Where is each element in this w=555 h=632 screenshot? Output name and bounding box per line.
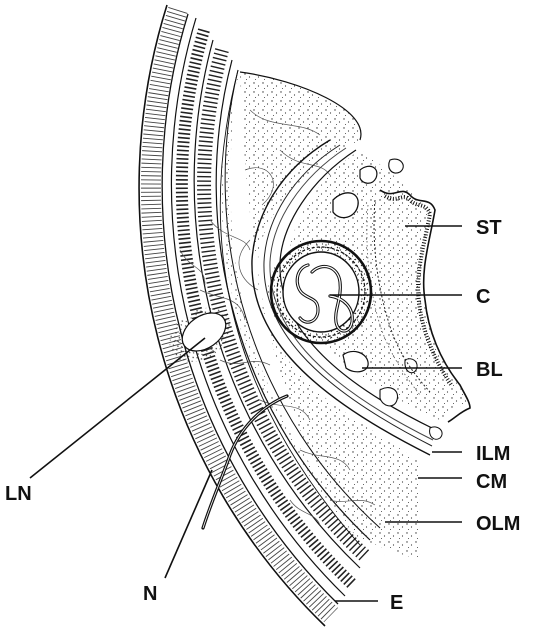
label-ilm: ILM <box>476 443 510 465</box>
label-c: C <box>476 286 490 308</box>
label-st: ST <box>476 217 502 239</box>
lumen-shape <box>333 193 358 218</box>
label-cm: CM <box>476 471 507 493</box>
label-n: N <box>143 583 157 605</box>
label-ln: LN <box>5 483 32 505</box>
cyst <box>268 240 372 344</box>
label-bl: BL <box>476 359 503 381</box>
label-olm: OLM <box>476 513 520 535</box>
label-e: E <box>390 592 403 614</box>
